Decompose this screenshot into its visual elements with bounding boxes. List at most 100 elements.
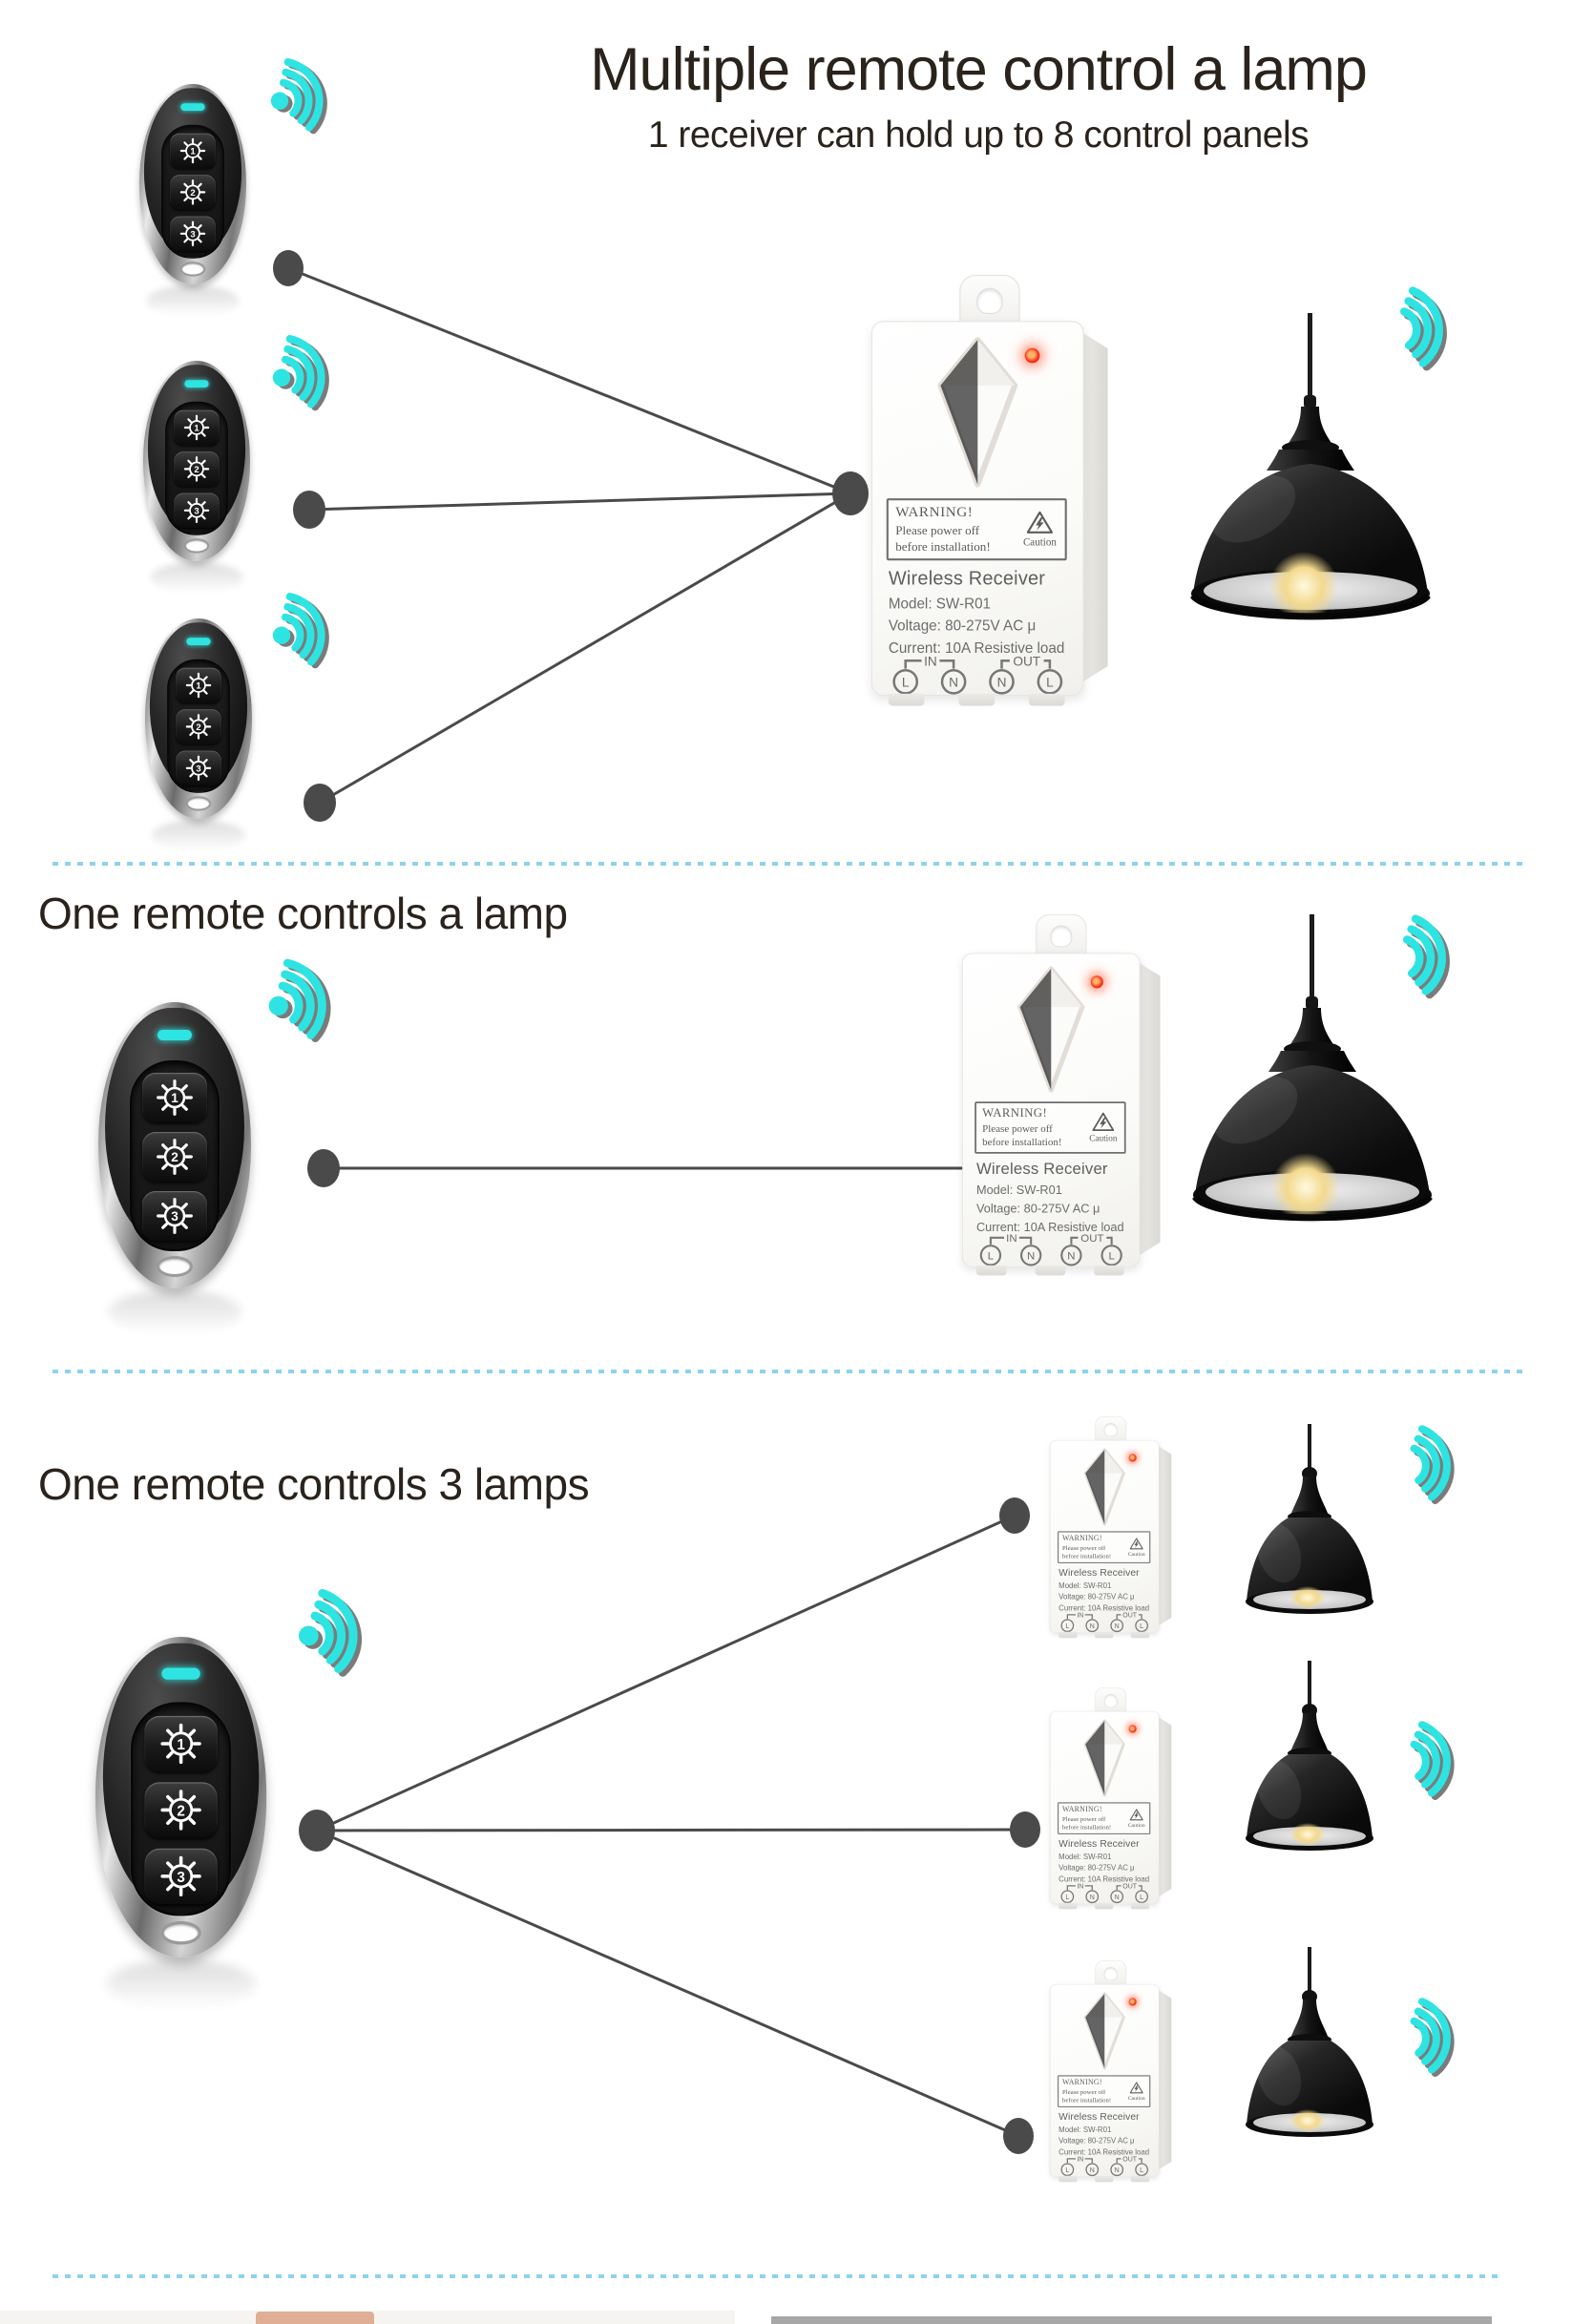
remote-body: 1 2 3 bbox=[105, 1008, 244, 1251]
warning-label: WARNING! Please power off before install… bbox=[1058, 2075, 1151, 2107]
caution-icon-block: Caution bbox=[1085, 1112, 1121, 1143]
current-text: Current: 10A Resistive load bbox=[1058, 1604, 1150, 1613]
receiver-body: WARNING! Please power off before install… bbox=[1050, 1983, 1160, 2177]
remote-body: 1 2 3 bbox=[149, 622, 248, 793]
receiver-side-panel bbox=[1157, 1445, 1172, 1627]
section-heading-three-lamps: One remote controls 3 lamps bbox=[38, 1459, 590, 1509]
remote-reflection bbox=[152, 820, 245, 851]
remote-button-1: 1 bbox=[174, 409, 220, 446]
terminal-diagram: IN OUT L N N L bbox=[1060, 1884, 1148, 1904]
next-image-preview-accent bbox=[256, 2312, 374, 2324]
link-remote2-receiver bbox=[308, 492, 851, 512]
remote-button-3: 3 bbox=[176, 750, 221, 785]
link-remote-receiverC bbox=[316, 1829, 1019, 2138]
next-image-preview-right bbox=[771, 2316, 1492, 2324]
model-text: Model: SW-R01 bbox=[1058, 2125, 1112, 2134]
current-text: Current: 10A Resistive load bbox=[1058, 1875, 1150, 1884]
remote-reflection bbox=[108, 1290, 241, 1334]
button-number: 1 bbox=[171, 1091, 178, 1105]
wifi-signal-icon bbox=[254, 37, 355, 148]
remote-body: 1 2 3 bbox=[102, 1643, 260, 1916]
product-name: Wireless Receiver bbox=[888, 568, 1046, 590]
status-led-indicator bbox=[1090, 975, 1103, 989]
button-number: 2 bbox=[171, 1150, 178, 1164]
receiver-body: WARNING! Please power off before install… bbox=[1050, 1710, 1160, 1904]
link-remote1-receiver bbox=[287, 266, 851, 495]
current-text: Current: 10A Resistive load bbox=[888, 640, 1065, 658]
status-led-indicator bbox=[1128, 1725, 1137, 1733]
receiver-feet bbox=[1050, 1902, 1158, 1910]
node-dot bbox=[1003, 2118, 1034, 2154]
keyring-hole bbox=[160, 1920, 201, 1945]
receiver-side-panel bbox=[1157, 1716, 1172, 1898]
remote-button-1: 1 bbox=[144, 1715, 218, 1772]
voltage-text: Voltage: 80-275V AC μ bbox=[975, 1202, 1100, 1216]
terminal-letter: L bbox=[1065, 1623, 1069, 1630]
receiver-side-panel bbox=[1079, 330, 1108, 684]
terminal-letter: N bbox=[1090, 1895, 1095, 1901]
button-number: 2 bbox=[194, 465, 199, 475]
remote-button-panel: 1 2 3 bbox=[161, 124, 224, 259]
node-dot-junction bbox=[299, 1810, 335, 1852]
wifi-signal-icon bbox=[1389, 1707, 1478, 1809]
in-label: IN bbox=[1006, 1233, 1017, 1245]
pendant-lamp-bell bbox=[1246, 1424, 1373, 1614]
model-text: Model: SW-R01 bbox=[1058, 1581, 1112, 1590]
terminal-letter: N bbox=[1115, 1623, 1120, 1630]
caution-icon-block: Caution bbox=[1125, 1809, 1147, 1828]
model-text: Model: SW-R01 bbox=[1058, 1853, 1112, 1861]
mount-hole bbox=[1103, 1694, 1118, 1708]
wireless-receiver-c: WARNING! Please power off before install… bbox=[1050, 1960, 1172, 2183]
remote-button-1: 1 bbox=[176, 667, 221, 703]
terminal-letter: L bbox=[1140, 2167, 1143, 2174]
remote-led-indicator bbox=[157, 1030, 192, 1040]
remote-button-3: 3 bbox=[174, 492, 220, 528]
receiver-body: WARNING! Please power off before install… bbox=[871, 321, 1084, 696]
product-name: Wireless Receiver bbox=[975, 1160, 1108, 1179]
in-label: IN bbox=[924, 655, 937, 669]
caution-icon-block: Caution bbox=[1125, 1538, 1147, 1557]
product-name: Wireless Receiver bbox=[1058, 2111, 1140, 2123]
terminal-letter: L bbox=[902, 676, 910, 690]
out-label: OUT bbox=[1013, 655, 1040, 669]
warning-label: WARNING! Please power off before install… bbox=[1058, 1802, 1151, 1834]
pendant-lamp-dome bbox=[1184, 914, 1451, 1229]
warning-label: WARNING! Please power off before install… bbox=[886, 498, 1067, 561]
remote-reflection bbox=[106, 1959, 256, 2009]
button-number: 2 bbox=[177, 1803, 185, 1819]
wifi-signal-icon bbox=[1389, 1984, 1478, 2085]
pendant-lamp-bell bbox=[1246, 1661, 1373, 1851]
terminal-letter: N bbox=[949, 676, 958, 690]
keyring-hole bbox=[183, 538, 210, 554]
diamond-logo bbox=[1083, 1448, 1125, 1526]
remote-reflection bbox=[146, 285, 240, 317]
product-name: Wireless Receiver bbox=[1058, 1838, 1140, 1850]
remote-button-1: 1 bbox=[142, 1073, 207, 1122]
wireless-receiver-2: WARNING! Please power off before install… bbox=[962, 914, 1161, 1277]
keyring-hole bbox=[185, 796, 212, 811]
voltage-text: Voltage: 80-275V AC μ bbox=[1058, 1593, 1135, 1602]
receiver-side-panel bbox=[1137, 961, 1161, 1258]
diamond-logo bbox=[1083, 1719, 1125, 1797]
page-subtitle: 1 receiver can hold up to 8 control pane… bbox=[647, 115, 1310, 157]
lightning-caution-icon bbox=[1026, 511, 1054, 534]
terminal-letter: L bbox=[1140, 1623, 1143, 1630]
mount-hole bbox=[1103, 1423, 1118, 1437]
remote-led-indicator bbox=[161, 1667, 200, 1680]
mount-hole bbox=[976, 287, 1003, 314]
terminal-letter: L bbox=[1046, 676, 1054, 690]
out-label: OUT bbox=[1122, 1613, 1138, 1620]
remote-body: 1 2 3 bbox=[143, 88, 242, 259]
mount-hole bbox=[1050, 925, 1073, 948]
terminal-letter: N bbox=[997, 676, 1007, 690]
node-dot bbox=[304, 784, 336, 822]
current-text: Current: 10A Resistive load bbox=[975, 1221, 1124, 1235]
warning-text: WARNING! Please power off before install… bbox=[895, 504, 991, 555]
receiver-body: WARNING! Please power off before install… bbox=[1050, 1439, 1160, 1633]
button-number: 3 bbox=[190, 229, 195, 240]
link-remote3-receiver bbox=[319, 492, 851, 805]
header: Multiple remote control a lamp 1 receive… bbox=[410, 38, 1546, 157]
receiver-feet bbox=[1050, 1631, 1158, 1639]
wireless-receiver-1: WARNING! Please power off before install… bbox=[871, 275, 1108, 708]
terminal-letter: N bbox=[1067, 1251, 1075, 1263]
